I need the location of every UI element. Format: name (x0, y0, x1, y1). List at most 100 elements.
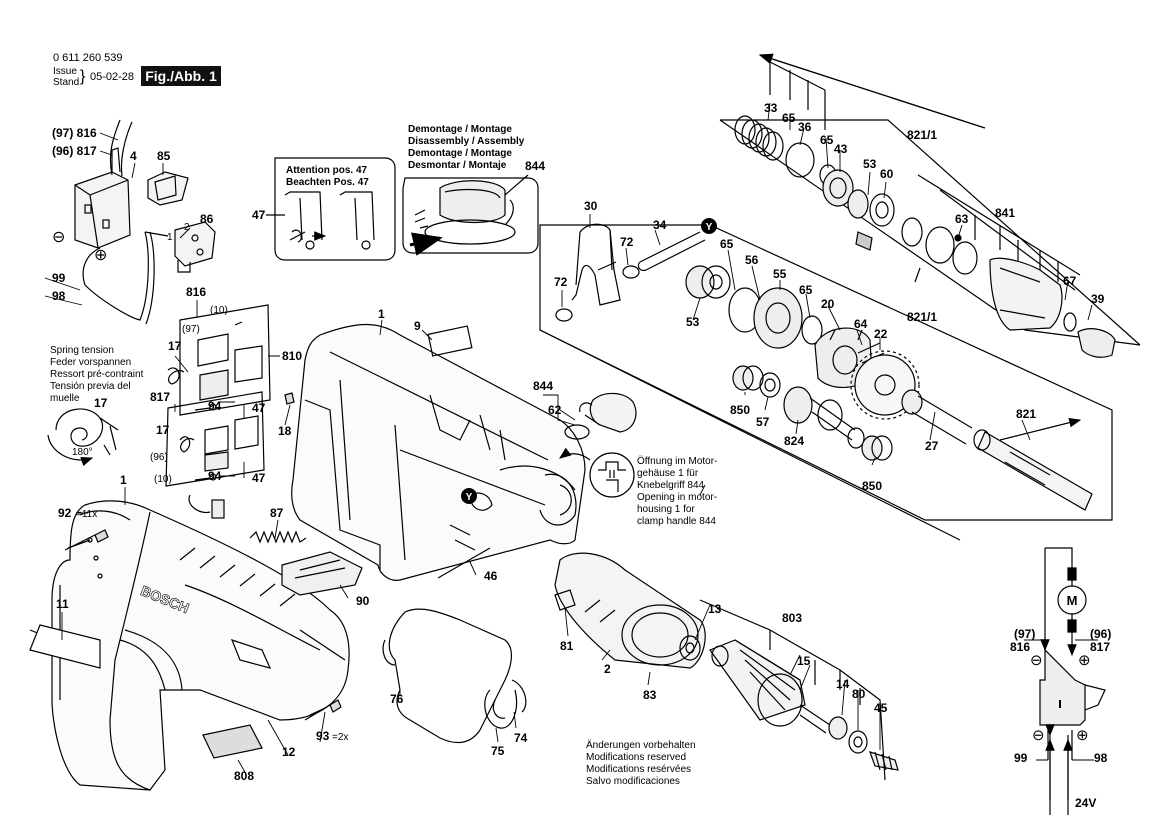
chuck-parts-63 (901, 217, 978, 283)
issue-label: Issue (53, 66, 77, 77)
part-label: 46 (484, 569, 498, 583)
spring-note-4: Tensión previa del (50, 381, 131, 392)
part-label: 57 (756, 415, 770, 429)
part-label: 76 (390, 692, 404, 706)
bearing-53-60 (847, 189, 895, 251)
spring-note-2: Feder vorspannen (50, 357, 132, 368)
ring-57 (759, 372, 781, 398)
plus-symbol-bottom: ⊕ (1076, 727, 1089, 744)
part-label: 1 (378, 307, 385, 321)
part-label: 85 (157, 149, 171, 163)
part-label: 90 (356, 594, 370, 608)
opening-note-1: Öffnung im Motor- (637, 456, 718, 467)
brace-glyph: } (80, 68, 86, 85)
motor-stator-2 (554, 552, 706, 669)
part-label: 72 (554, 275, 568, 289)
part-label: 99 (1014, 751, 1028, 765)
part-label: 821/1 (907, 128, 938, 142)
part-label: 33 (764, 101, 778, 115)
opening-detail (559, 447, 635, 498)
changes-note-4: Salvo modificaciones (586, 776, 680, 787)
brush-ring-13 (679, 635, 701, 661)
part-label: =2x (332, 732, 349, 743)
svg-text:Y: Y (466, 492, 473, 503)
part-label: 12 (282, 745, 296, 759)
plate-90 (281, 551, 363, 596)
spindle-821 (973, 417, 1093, 511)
opening-note-6: clamp handle 844 (637, 516, 716, 527)
part-label: (10) (210, 305, 228, 316)
part-label: 56 (745, 253, 759, 267)
brush-holder-817 (165, 391, 265, 519)
part-label: 816 (186, 285, 207, 299)
opening-note-3: Knebelgriff 844 (637, 480, 705, 491)
spring-33 (734, 115, 784, 161)
part-label: 47 (252, 208, 266, 222)
spring-87 (249, 530, 307, 544)
part-label: 94 (208, 399, 222, 413)
stand-label: Stand (53, 77, 80, 88)
motor-frame-803 (699, 599, 886, 781)
part-label: 93 (316, 729, 330, 743)
assembly-note-2: Disassembly / Assembly (408, 136, 525, 147)
screw-93 (304, 699, 342, 721)
part-label: 27 (925, 439, 939, 453)
part-number: 0 611 260 539 (53, 52, 123, 64)
part-label: 98 (52, 289, 66, 303)
part-label: 81 (560, 639, 574, 653)
leader-lines (44, 102, 1098, 773)
switch-assembly (74, 119, 216, 325)
opening-note-5: housing 1 for (637, 504, 695, 515)
part-label: 14 (836, 677, 850, 691)
part-label: 810 (282, 349, 303, 363)
part-label: 4 (130, 149, 137, 163)
rod-46 (437, 547, 491, 579)
part-label: 36 (798, 120, 812, 134)
part-label: 74 (514, 731, 528, 745)
part-label: 75 (491, 744, 505, 758)
angle-label: 180° (72, 447, 93, 458)
part-label: 844 (533, 379, 554, 393)
part-label: 17 (94, 396, 108, 410)
part-label: 80 (852, 687, 866, 701)
part-label: 850 (862, 479, 883, 493)
clamp-handle-844 (564, 392, 637, 440)
part-label: 53 (686, 315, 700, 329)
part-label: 67 (1063, 274, 1077, 288)
part-label: 43 (834, 142, 848, 156)
plus-symbol-top: ⊕ (1078, 652, 1091, 669)
ring-72 (555, 265, 640, 322)
part-label: (97) 816 (52, 126, 97, 140)
part-label: 841 (995, 206, 1016, 220)
minus-symbol-top: ⊖ (1030, 652, 1043, 669)
minus-symbol-switch: ⊖ (52, 229, 66, 246)
part-label: 11 (56, 597, 69, 611)
motor-symbol: M (1067, 593, 1078, 608)
disc-55-56 (728, 287, 823, 349)
changes-note-1: Änderungen vorbehalten (586, 740, 696, 751)
issue-date: 05-02-28 (90, 71, 135, 83)
part-label: (10) (154, 474, 172, 485)
part-label: 817 (1090, 640, 1111, 654)
part-label: (96) (150, 452, 168, 463)
part-label: (96) 817 (52, 144, 97, 158)
part-label: (97) (182, 324, 200, 335)
changes-note-3: Modifications resérvées (586, 764, 692, 775)
housing-shell (29, 500, 350, 791)
shaft-27 (901, 389, 973, 445)
screw-92 (64, 529, 109, 551)
spring-note-3: Ressort pré-contraint (50, 369, 144, 380)
part-label: 808 (234, 769, 255, 783)
part-label: 39 (1091, 292, 1105, 306)
part-label: 63 (955, 212, 969, 226)
part-label: 87 (270, 506, 284, 520)
opening-note-2: gehäuse 1 für (637, 468, 699, 479)
part-label: 55 (773, 267, 787, 281)
part-label: 2 (184, 222, 190, 233)
part-label: 1 (167, 232, 173, 243)
wiring-schematic (1040, 547, 1106, 815)
part-label: 17 (156, 423, 170, 437)
attention-inset (266, 157, 396, 261)
